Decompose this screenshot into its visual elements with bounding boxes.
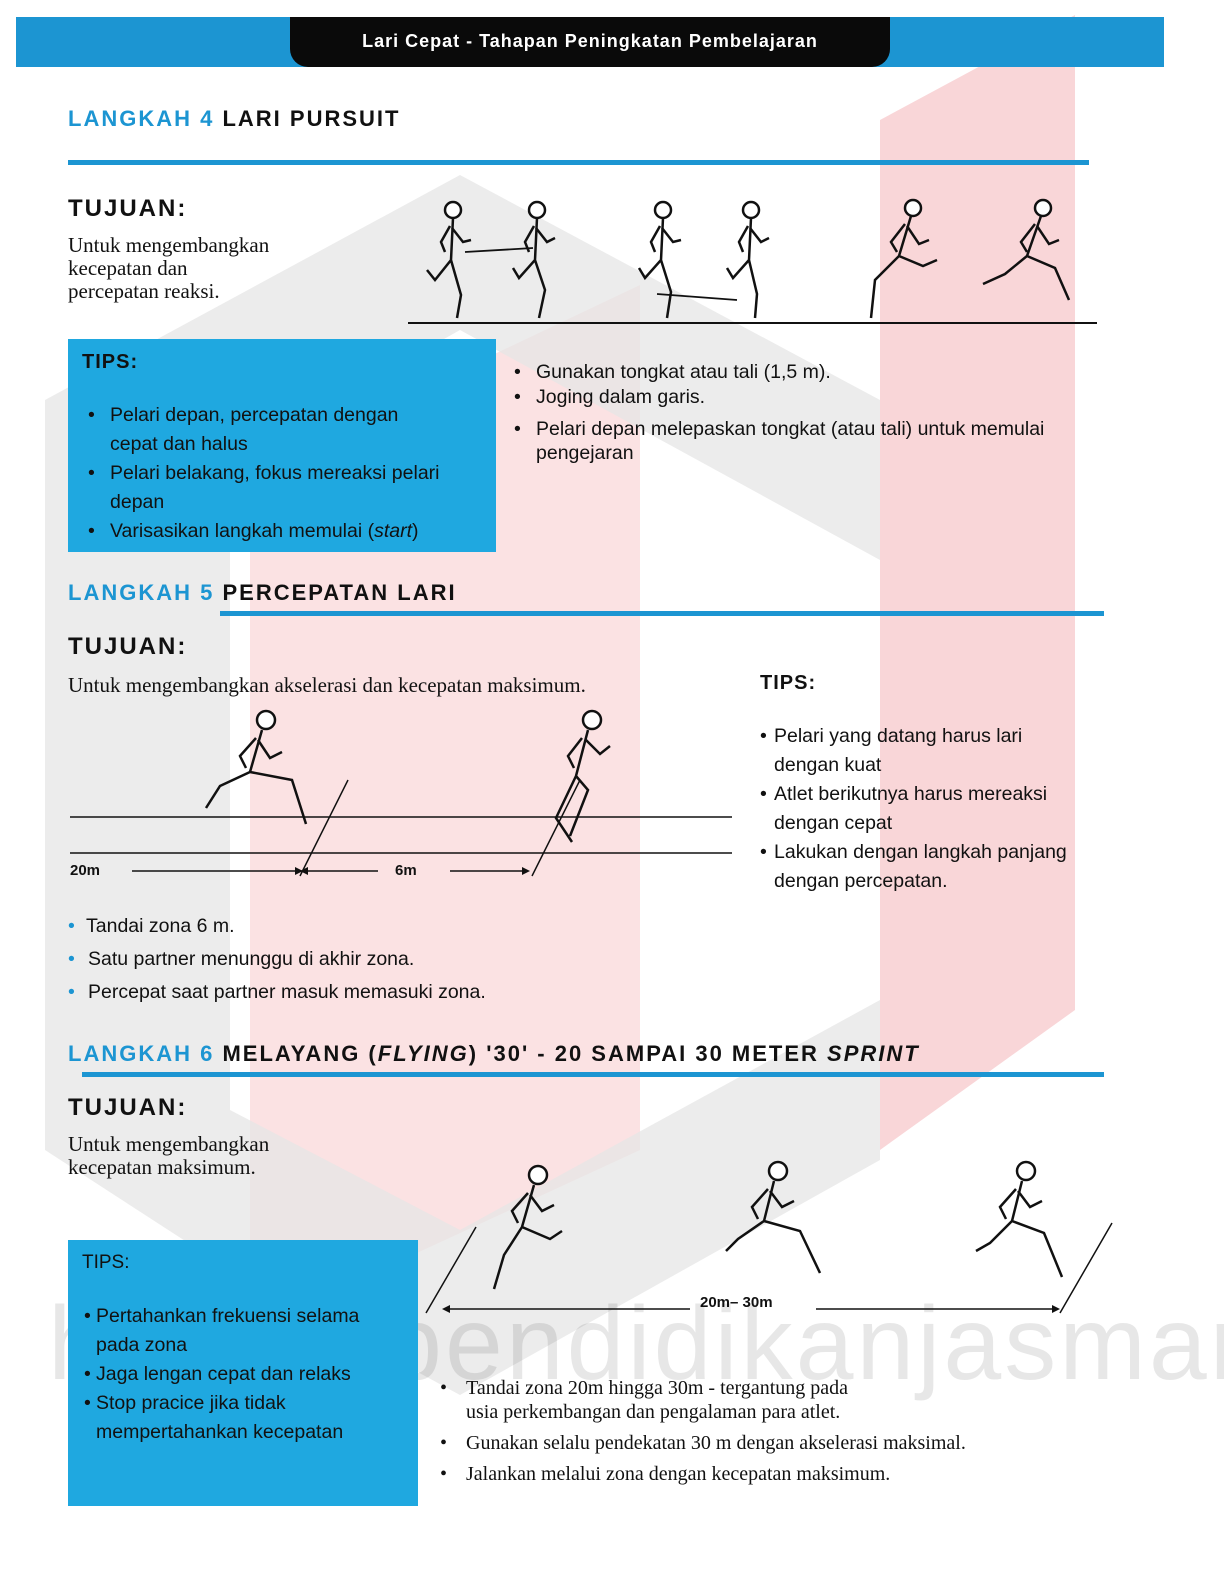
step6-zone-label: 20m– 30m	[700, 1294, 773, 1311]
list-item: Gunakan tongkat atau tali (1,5 m).	[514, 360, 1114, 384]
list-item: Jalankan melalui zona dengan kecepatan m…	[440, 1462, 1120, 1486]
step6-notes: Tandai zona 20m hingga 30m - tergantung …	[440, 1376, 1120, 1486]
list-item: Pelari depan melepaskan tongkat (atau ta…	[514, 417, 1114, 465]
list-item: Varisasikan langkah memulai (start)	[88, 517, 488, 546]
step4-number: LANGKAH 4	[68, 106, 215, 131]
step6-name: MELAYANG (FLYING) '30' - 20 SAMPAI 30 ME…	[222, 1041, 920, 1066]
step5-label-6m: 6m	[395, 862, 417, 879]
step6-tips-label: TIPS:	[82, 1252, 130, 1273]
step5-notes: Tandai zona 6 m. Satu partner menunggu d…	[68, 910, 728, 1009]
runner-figure	[869, 198, 938, 319]
runner-figure	[637, 200, 682, 319]
step5-rule	[220, 611, 1104, 616]
runner-figure	[982, 198, 1071, 301]
step5-goal-text: Untuk mengembangkan akselerasi dan kecep…	[68, 673, 586, 697]
step6-title: LANGKAH 6 MELAYANG (FLYING) '30' - 20 SA…	[68, 1041, 920, 1067]
list-item: Pelari belakang, fokus mereaksi pelaride…	[88, 459, 488, 517]
step4-tips-label: TIPS:	[82, 351, 139, 373]
step6-goal-text: Untuk mengembangkan kecepatan maksimum.	[68, 1132, 270, 1179]
list-item: Satu partner menunggu di akhir zona.	[68, 943, 728, 976]
step4-goal-title: TUJUAN:	[68, 195, 188, 222]
list-item: Tandai zona 6 m.	[68, 910, 728, 943]
step4-tips-box: TIPS: Pelari depan, percepatan dengancep…	[68, 339, 496, 552]
runner-figure	[492, 1164, 563, 1290]
list-item: Jaga lengan cepat dan relaks	[84, 1360, 414, 1389]
step6-number: LANGKAH 6	[68, 1041, 215, 1066]
runner-figure	[975, 1160, 1064, 1278]
step5-label-20m: 20m	[70, 862, 101, 879]
step5-number: LANGKAH 5	[68, 580, 215, 605]
step4-name: LARI PURSUIT	[222, 106, 401, 131]
list-item: Gunakan selalu pendekatan 30 m dengan ak…	[440, 1431, 1120, 1455]
step4-runners-illustration	[408, 198, 1097, 324]
step6-goal-title: TUJUAN:	[68, 1094, 188, 1121]
step4-title: LANGKAH 4 LARI PURSUIT	[68, 106, 400, 132]
step5-goal-title: TUJUAN:	[68, 633, 188, 660]
step5-name: PERCEPATAN LARI	[222, 580, 457, 605]
step5-title: LANGKAH 5 PERCEPATAN LARI	[68, 580, 457, 606]
runner-figure	[725, 200, 770, 319]
header-title: Lari Cepat - Tahapan Peningkatan Pembela…	[290, 17, 890, 67]
step5-tips-label: TIPS:	[760, 672, 817, 694]
step5-zone-illustration	[70, 709, 732, 877]
list-item: Joging dalam garis.	[514, 385, 1114, 409]
step4-notes: Gunakan tongkat atau tali (1,5 m). Jogin…	[514, 360, 1114, 465]
list-item: Tandai zona 20m hingga 30m - tergantung …	[440, 1376, 1120, 1424]
list-item: Percepat saat partner masuk memasuki zon…	[68, 976, 728, 1009]
runner-figure	[204, 709, 308, 825]
runner-figure	[426, 200, 472, 319]
runner-figure	[511, 200, 556, 319]
step6-rule	[82, 1072, 1104, 1077]
step4-goal-text: Untuk mengembangkan kecepatan dan percep…	[68, 233, 270, 303]
step4-rule	[68, 160, 1089, 165]
step6-zone-illustration	[425, 1160, 1113, 1314]
runner-figure	[725, 1160, 822, 1274]
runner-figure	[554, 709, 611, 843]
